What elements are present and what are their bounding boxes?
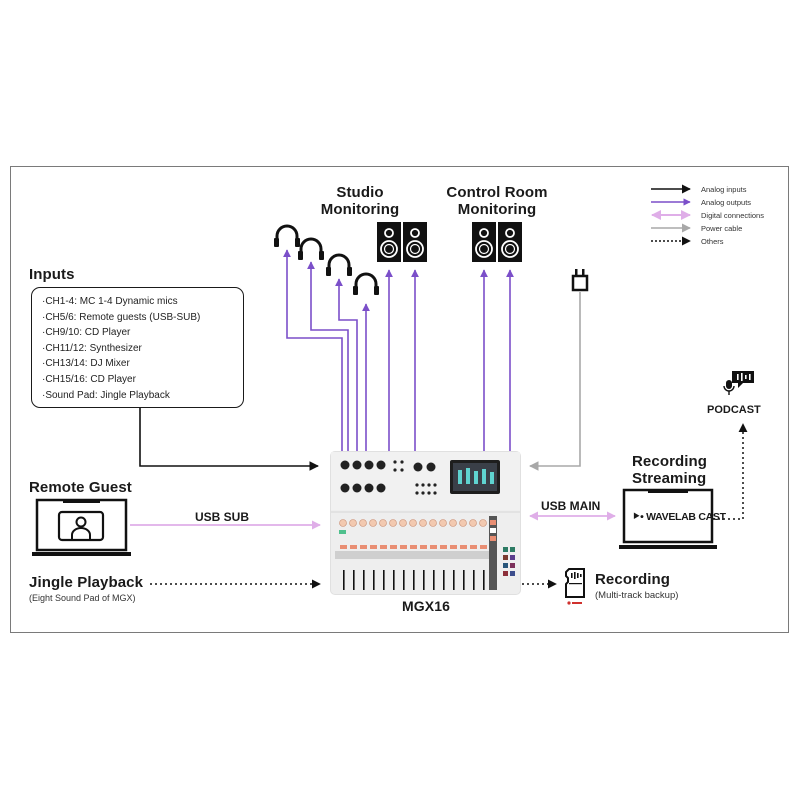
- wire-headphone-1: [283, 249, 343, 452]
- speaker-icon: [472, 222, 496, 262]
- legend-label-analog-outputs: Analog outputs: [701, 198, 752, 207]
- streaming-laptop-icon: [619, 488, 717, 549]
- speaker-icon: [377, 222, 401, 262]
- sd-card-icon: [565, 568, 585, 605]
- headphone-icon: [299, 237, 323, 259]
- input-item: ·Sound Pad: Jingle Playback: [42, 389, 170, 401]
- input-item: ·CH5/6: Remote guests (USB-SUB): [42, 311, 201, 323]
- speaker-icon: [403, 222, 427, 262]
- sd-recording-heading: Recording: [595, 571, 671, 588]
- input-item: ·CH9/10: CD Player: [42, 327, 131, 339]
- mixer-illustration: [331, 452, 520, 590]
- mgx16-mixer: [331, 452, 520, 594]
- input-item: ·CH15/16: CD Player: [42, 373, 136, 385]
- inputs-heading: Inputs: [29, 266, 75, 283]
- wire-podcast: [713, 423, 748, 520]
- legend-label-digital: Digital connections: [701, 211, 764, 220]
- remote-guest-heading: Remote Guest: [29, 479, 132, 496]
- wire-power: [529, 292, 581, 471]
- power-plug-icon: [571, 269, 589, 292]
- usb-sub-label: USB SUB: [195, 510, 250, 524]
- studio-monitoring-line2: Monitoring: [320, 201, 400, 218]
- speaker-icon: [498, 222, 522, 262]
- control-room-line1: Control Room: [446, 184, 548, 201]
- wavelab-cast-label: ⯈• WAVELAB CAST: [632, 511, 726, 524]
- input-item: ·CH13/14: DJ Mixer: [42, 358, 130, 370]
- headphone-icon: [275, 224, 299, 246]
- podcast-label: PODCAST: [707, 404, 761, 416]
- headphone-icon: [354, 272, 378, 294]
- wavelab-cast-text: WAVELAB CAST: [646, 511, 726, 523]
- usb-main-label: USB MAIN: [541, 499, 601, 513]
- legend-label-analog-inputs: Analog inputs: [701, 185, 747, 194]
- sd-recording-sub: (Multi-track backup): [595, 590, 679, 601]
- input-item: ·CH11/12: Synthesizer: [42, 342, 142, 354]
- wire-headphone-3: [335, 278, 358, 452]
- headphone-icon: [327, 253, 351, 275]
- studio-monitoring-line1: Studio: [336, 184, 384, 201]
- legend-label-others: Others: [701, 237, 724, 246]
- remote-guest-laptop-icon: [32, 498, 131, 556]
- legend-label-power: Power cable: [701, 224, 743, 233]
- jingle-heading: Jingle Playback: [29, 574, 144, 591]
- jingle-sub: (Eight Sound Pad of MGX): [29, 593, 136, 603]
- input-item: ·CH1-4: MC 1-4 Dynamic mics: [42, 296, 178, 307]
- podcast-icon: [723, 371, 754, 395]
- diagram-frame: [10, 166, 789, 633]
- control-room-monitoring-heading: Control Room Monitoring: [437, 184, 557, 218]
- recording-streaming-heading: Recording Streaming: [632, 453, 707, 487]
- wire-headphone-2: [307, 261, 349, 452]
- inputs-list-box: ·CH1-4: MC 1-4 Dynamic mics ·CH5/6: Remo…: [31, 287, 244, 408]
- wavelab-logo-icon: ⯈•: [632, 511, 647, 523]
- mixer-name: MGX16: [402, 598, 450, 614]
- wire-inputs-to-mixer: [139, 408, 319, 471]
- recording-streaming-line1: Recording: [632, 453, 708, 470]
- control-room-line2: Monitoring: [457, 201, 537, 218]
- studio-monitoring-heading: Studio Monitoring: [310, 184, 410, 218]
- recording-streaming-line2: Streaming: [632, 470, 707, 487]
